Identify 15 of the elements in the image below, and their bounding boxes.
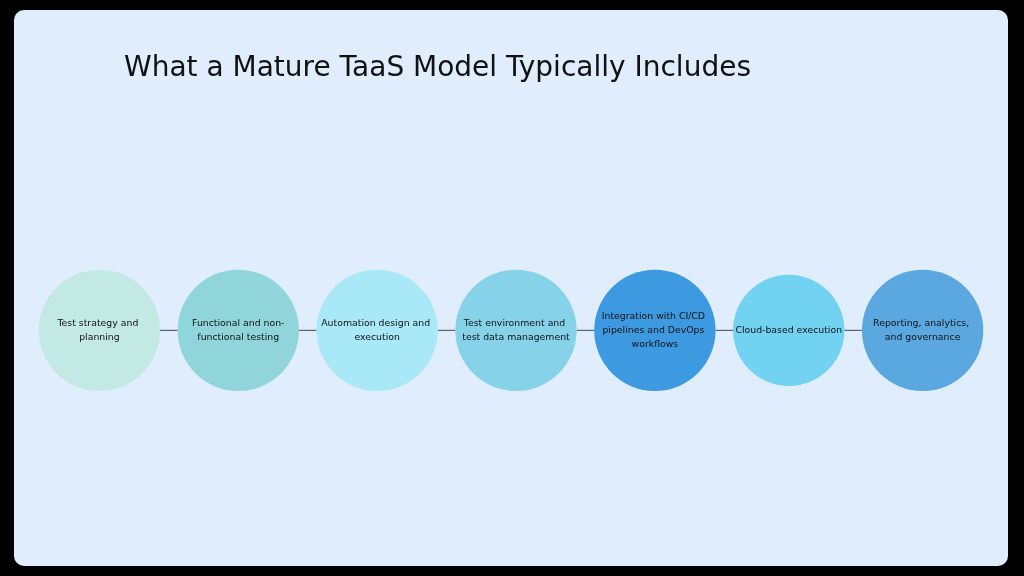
node-circle: [594, 269, 716, 391]
connector: [437, 329, 456, 331]
node-circle: [455, 269, 577, 391]
connector: [715, 329, 734, 331]
title: What a Mature TaaS Model Typically Includes: [124, 50, 751, 83]
card-background: What a Mature TaaS Model Typically Includes Test strategy and planning Functional and non-functional testing Automation design and execution Test environment and test data management Reporting, analytics, and governance Cloud-based execution Integration with CI/CD pipelines and DevOps workflows: [14, 10, 1008, 566]
connector: [298, 329, 317, 331]
connector: [159, 329, 178, 331]
node-circle: [316, 269, 438, 391]
node-circle: [733, 274, 845, 386]
node-circle: [177, 269, 299, 391]
connector: [843, 329, 863, 331]
node-circle: [38, 269, 161, 391]
connector: [576, 329, 595, 331]
node-circle: [861, 269, 984, 391]
